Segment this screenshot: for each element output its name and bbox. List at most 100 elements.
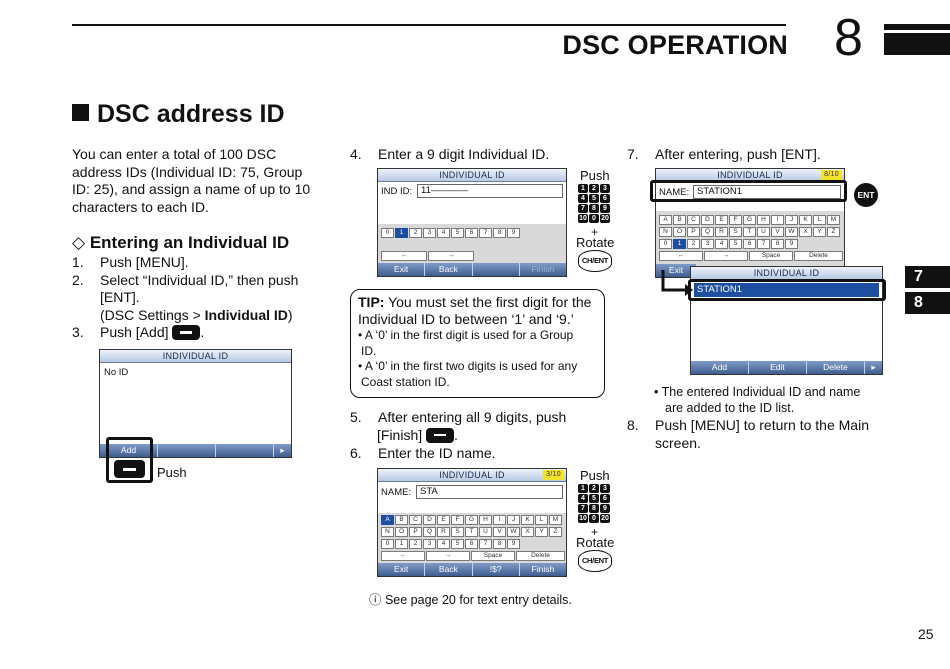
key-e[interactable]: E (715, 215, 728, 225)
key-7[interactable]: 7 (479, 228, 492, 238)
key-u[interactable]: U (757, 227, 770, 237)
key-delete[interactable]: Delete (516, 551, 565, 561)
softkey-back[interactable]: Back (425, 563, 473, 576)
key-y[interactable]: Y (535, 527, 548, 537)
key-0[interactable]: 0 (659, 239, 672, 249)
key-u[interactable]: U (479, 527, 492, 537)
softkey-finish[interactable]: Finish (531, 564, 555, 574)
key-9[interactable]: 9 (507, 228, 520, 238)
key-right-arrow[interactable]: → (704, 251, 748, 261)
key-s[interactable]: S (729, 227, 742, 237)
key-i[interactable]: I (493, 515, 506, 525)
key-v[interactable]: V (771, 227, 784, 237)
key-i[interactable]: I (771, 215, 784, 225)
key-y[interactable]: Y (813, 227, 826, 237)
softkey-exit[interactable]: Exit (378, 563, 426, 576)
key-8[interactable]: 8 (493, 228, 506, 238)
key-right-arrow[interactable]: → (426, 551, 470, 561)
key-g[interactable]: G (465, 515, 478, 525)
key-5[interactable]: 5 (451, 228, 464, 238)
key-7[interactable]: 7 (757, 239, 770, 249)
key-f[interactable]: F (729, 215, 742, 225)
key-p[interactable]: P (687, 227, 700, 237)
key-8[interactable]: 8 (493, 539, 506, 549)
key-3[interactable]: 3 (423, 228, 436, 238)
key-n[interactable]: N (381, 527, 394, 537)
key-q[interactable]: Q (701, 227, 714, 237)
key-5[interactable]: 5 (729, 239, 742, 249)
softkey-exit[interactable]: Exit (656, 264, 696, 277)
key-k[interactable]: K (521, 515, 534, 525)
key-right-arrow[interactable]: → (428, 251, 474, 261)
softkey-exit[interactable]: Exit (378, 263, 426, 276)
key-4[interactable]: 4 (715, 239, 728, 249)
key-left-arrow[interactable]: ← (381, 251, 427, 261)
softkey-blank[interactable] (473, 263, 520, 276)
softkey-finish[interactable]: Finish (531, 264, 555, 274)
key-b[interactable]: B (395, 515, 408, 525)
key-j[interactable]: J (785, 215, 798, 225)
softkey-add[interactable]: Add (691, 361, 749, 374)
key-z[interactable]: Z (827, 227, 840, 237)
key-x[interactable]: X (521, 527, 534, 537)
id-input[interactable]: 11––––––– (417, 184, 563, 198)
key-z[interactable]: Z (549, 527, 562, 537)
key-left-arrow[interactable]: ← (381, 551, 425, 561)
softkey-back[interactable]: Back (425, 263, 473, 276)
key-2[interactable]: 2 (687, 239, 700, 249)
key-2[interactable]: 2 (409, 539, 422, 549)
key-o[interactable]: O (673, 227, 686, 237)
key-m[interactable]: M (549, 515, 562, 525)
softkey-delete[interactable]: Delete (807, 361, 865, 374)
key-b[interactable]: B (673, 215, 686, 225)
key-h[interactable]: H (757, 215, 770, 225)
key-r[interactable]: R (715, 227, 728, 237)
key-q[interactable]: Q (423, 527, 436, 537)
key-s[interactable]: S (451, 527, 464, 537)
key-space[interactable]: Space (749, 251, 793, 261)
key-6[interactable]: 6 (465, 228, 478, 238)
key-e[interactable]: E (437, 515, 450, 525)
key-a[interactable]: A (381, 515, 394, 525)
name-input[interactable]: STATION1 (693, 185, 841, 199)
key-delete[interactable]: Delete (794, 251, 843, 261)
ent-button-icon[interactable]: ENT (854, 183, 878, 207)
key-left-arrow[interactable]: ← (659, 251, 703, 261)
key-7[interactable]: 7 (479, 539, 492, 549)
key-l[interactable]: L (813, 215, 826, 225)
key-j[interactable]: J (507, 515, 520, 525)
key-l[interactable]: L (535, 515, 548, 525)
id-list-item[interactable]: STATION1 (694, 283, 879, 297)
softkey-symbols[interactable]: !$? (473, 563, 520, 576)
softkey-edit[interactable]: Edit (749, 361, 807, 374)
key-m[interactable]: M (827, 215, 840, 225)
add-key-icon[interactable] (114, 460, 145, 478)
key-0[interactable]: 0 (381, 539, 394, 549)
key-w[interactable]: W (785, 227, 798, 237)
key-d[interactable]: D (423, 515, 436, 525)
key-1[interactable]: 1 (673, 239, 686, 249)
key-h[interactable]: H (479, 515, 492, 525)
key-9[interactable]: 9 (785, 239, 798, 249)
key-9[interactable]: 9 (507, 539, 520, 549)
key-5[interactable]: 5 (451, 539, 464, 549)
key-t[interactable]: T (743, 227, 756, 237)
key-space[interactable]: Space (471, 551, 515, 561)
key-a[interactable]: A (659, 215, 672, 225)
key-g[interactable]: G (743, 215, 756, 225)
key-6[interactable]: 6 (743, 239, 756, 249)
key-n[interactable]: N (659, 227, 672, 237)
key-6[interactable]: 6 (465, 539, 478, 549)
key-d[interactable]: D (701, 215, 714, 225)
key-4[interactable]: 4 (437, 539, 450, 549)
key-2[interactable]: 2 (409, 228, 422, 238)
key-4[interactable]: 4 (437, 228, 450, 238)
key-8[interactable]: 8 (771, 239, 784, 249)
key-3[interactable]: 3 (701, 239, 714, 249)
softkey-add[interactable]: Add (100, 444, 158, 457)
key-3[interactable]: 3 (423, 539, 436, 549)
key-o[interactable]: O (395, 527, 408, 537)
key-t[interactable]: T (465, 527, 478, 537)
key-1[interactable]: 1 (395, 539, 408, 549)
key-v[interactable]: V (493, 527, 506, 537)
